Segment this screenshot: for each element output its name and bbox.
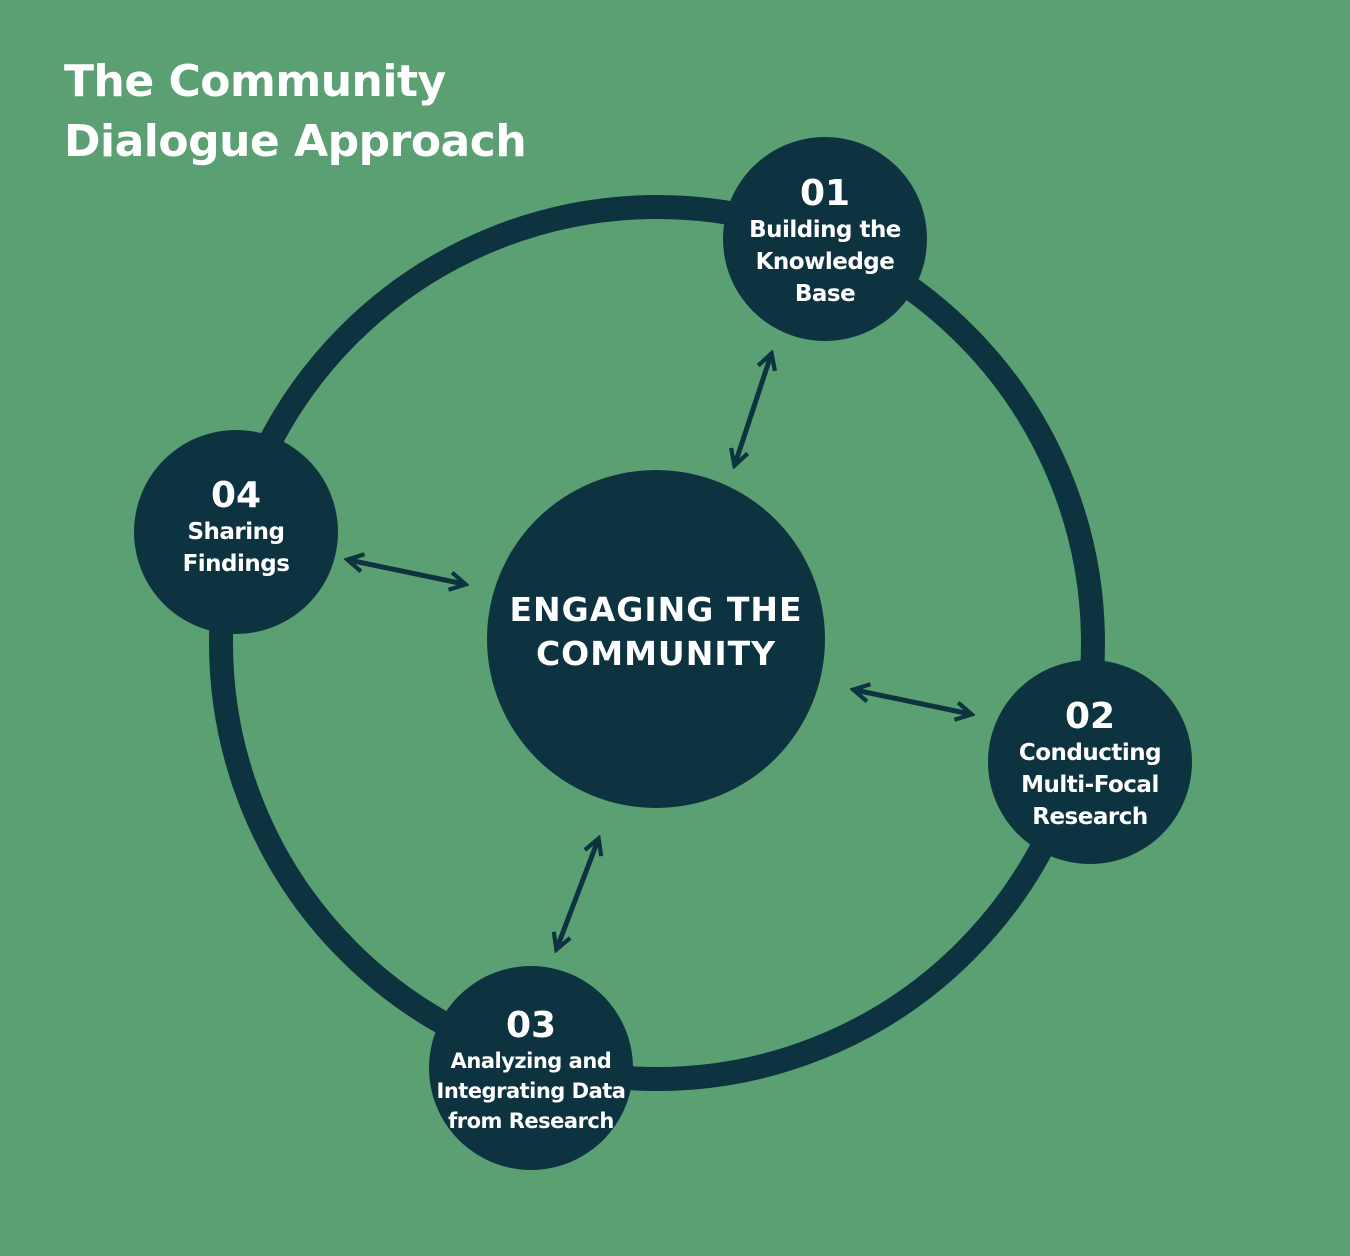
cycle-ring [209,195,1105,1091]
arrow-center-to-step-04 [349,560,464,584]
title-line-2: Dialogue Approach [64,116,527,167]
center-label: ENGAGING THE COMMUNITY [509,590,803,673]
step-02-node: 02 Conducting Multi-Focal Research [988,660,1192,864]
arrow-center-to-step-01 [735,355,771,464]
center-hub: ENGAGING THE COMMUNITY [487,470,825,808]
diagram-title: The Community Dialogue Approach [64,52,527,172]
step-04-number: 04 [210,475,262,516]
step-02-number: 02 [1064,696,1116,737]
step-03-node: 03 Analyzing and Integrating Data from R… [429,966,633,1170]
title-line-1: The Community [64,56,446,107]
step-04-node: 04 Sharing Findings [134,430,338,634]
step-01-number: 01 [799,173,851,214]
step-02-label: Conducting Multi-Focal Research [1018,740,1162,830]
step-03-number: 03 [505,1005,557,1046]
arrow-center-to-step-03 [557,840,598,948]
step-01-label: Building the Knowledge Base [749,217,901,307]
arrow-center-to-step-02 [855,690,970,714]
step-01-node: 01 Building the Knowledge Base [723,137,927,341]
step-03-label: Analyzing and Integrating Data from Rese… [436,1049,626,1133]
step-04-label: Sharing Findings [182,519,290,577]
